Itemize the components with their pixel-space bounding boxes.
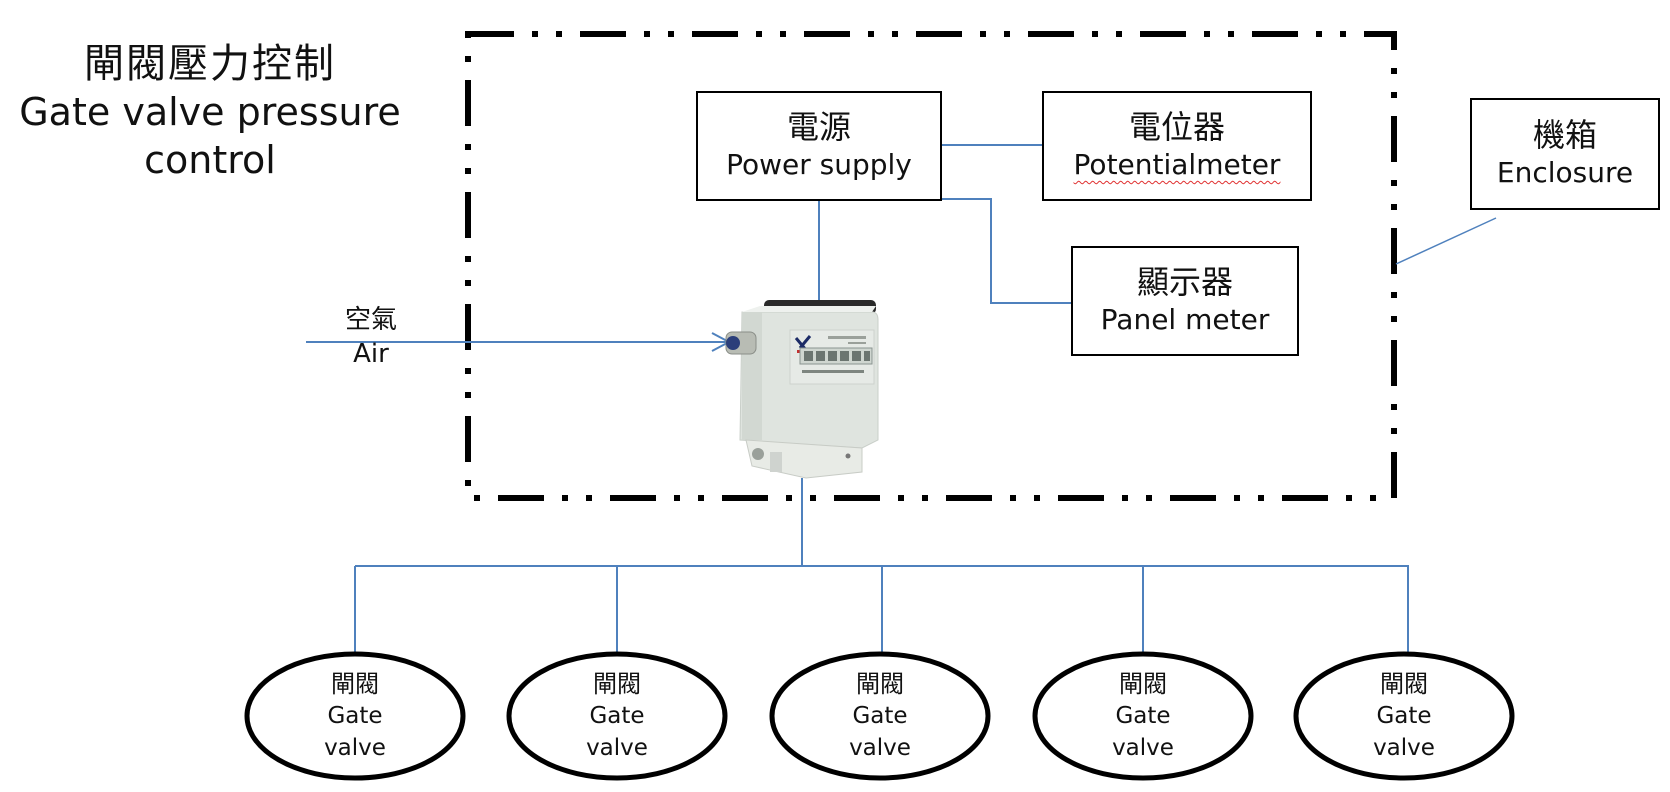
valve-1-shape xyxy=(244,651,466,781)
potentiometer-box[interactable]: 電位器 Potentialmeter xyxy=(1042,91,1312,201)
valve-label-en-2: valve xyxy=(1373,735,1435,761)
power-supply-box[interactable]: 電源 Power supply xyxy=(696,91,942,201)
valve-label-zh: 閘閥 xyxy=(593,670,641,698)
valve-3[interactable]: 閘閥 Gate valve xyxy=(810,668,950,764)
enclosure-en: Enclosure xyxy=(1496,156,1634,189)
air-zh: 空氣 xyxy=(344,305,397,335)
power-supply-zh: 電源 xyxy=(786,108,851,146)
air-en: Air xyxy=(353,339,389,369)
diagram-title: 閘閥壓力控制 Gate valve pressure control xyxy=(0,40,420,184)
line-power-to-panel-meter xyxy=(941,198,1072,304)
enclosure-zh: 機箱 xyxy=(1532,116,1597,154)
valve-label-en-1: Gate xyxy=(589,703,645,729)
pressure-controller-device[interactable] xyxy=(725,300,879,479)
valve-label-zh: 閘閥 xyxy=(856,670,904,698)
valve-label-zh: 閘閥 xyxy=(331,670,379,698)
title-zh: 閘閥壓力控制 xyxy=(84,41,336,87)
air-input-label: 空氣 Air xyxy=(316,303,426,371)
panel-meter-box[interactable]: 顯示器 Panel meter xyxy=(1071,246,1299,356)
valve-label-en-1: Gate xyxy=(1115,703,1171,729)
valve-4[interactable]: 閘閥 Gate valve xyxy=(1073,668,1213,764)
valve-2[interactable]: 閘閥 Gate valve xyxy=(547,668,687,764)
valve-label-en-1: Gate xyxy=(327,703,383,729)
enclosure-box[interactable]: 機箱 Enclosure xyxy=(1470,98,1660,210)
valve-4-shape xyxy=(1032,651,1254,781)
valve-label-en-1: Gate xyxy=(1376,703,1432,729)
title-en-line1: Gate valve pressure xyxy=(19,90,401,134)
line-enclosure-callout xyxy=(1395,217,1497,265)
valve-2-shape xyxy=(506,651,728,781)
valve-label-en-2: valve xyxy=(1112,735,1174,761)
valve-5-shape xyxy=(1293,651,1515,781)
valve-3-shape xyxy=(769,651,991,781)
valve-1[interactable]: 閘閥 Gate valve xyxy=(285,668,425,764)
valve-label-zh: 閘閥 xyxy=(1380,670,1428,698)
valve-label-zh: 閘閥 xyxy=(1119,670,1167,698)
valve-label-en-2: valve xyxy=(586,735,648,761)
potentiometer-zh: 電位器 xyxy=(1128,108,1225,146)
potentiometer-en: Potentialmeter xyxy=(1073,148,1281,181)
valve-label-en-2: valve xyxy=(324,735,386,761)
power-supply-en: Power supply xyxy=(726,148,912,181)
enclosure-boundary xyxy=(465,31,1397,501)
title-en-line2: control xyxy=(144,138,276,182)
valve-5[interactable]: 閘閥 Gate valve xyxy=(1334,668,1474,764)
panel-meter-zh: 顯示器 xyxy=(1136,263,1233,301)
valve-label-en-1: Gate xyxy=(852,703,908,729)
valve-label-en-2: valve xyxy=(849,735,911,761)
panel-meter-en: Panel meter xyxy=(1100,303,1270,336)
